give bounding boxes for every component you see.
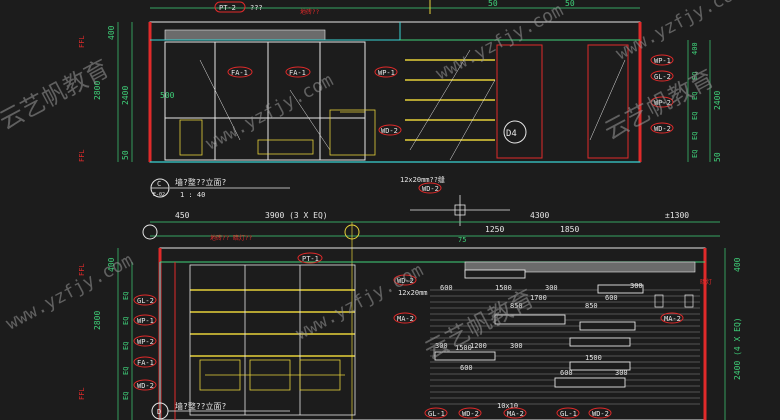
ffl-left-bottom: FFL	[78, 149, 86, 162]
dim-600-b: 600	[605, 294, 618, 302]
section-title-d: 墙?整??立面?	[175, 401, 226, 411]
door-tag-d4: D4	[506, 129, 517, 139]
dim-top-50-b: 50	[565, 0, 575, 8]
dim-left-eq-5: EQ	[122, 392, 130, 400]
tag-pt1: PT-1	[302, 255, 319, 263]
dim-600-a: 600	[440, 284, 453, 292]
tag-gl2-right: GL-2	[654, 73, 671, 81]
section-title-c: 墙?整??立面?	[175, 177, 226, 187]
dim-left-2400: 2400	[121, 86, 130, 105]
ffl-left-top-b: FFL	[78, 263, 86, 276]
note-top: 地砖??	[300, 8, 320, 16]
dim-right-2400-b: 2400 (4 X EQ)	[733, 317, 742, 380]
dim-left-eq-1: EQ	[122, 292, 130, 300]
dim-1700: 1700	[530, 294, 547, 302]
dim-850-b: 850	[585, 302, 598, 310]
dim-4300: 4300	[530, 211, 549, 220]
dim-left-eq-2: EQ	[122, 317, 130, 325]
tag-wp2-right: WP-2	[654, 99, 671, 107]
dim-pm1300: ±1300	[665, 211, 689, 220]
tag-fa1-b: FA-1	[289, 69, 306, 77]
dim-600-d: 600	[560, 369, 573, 377]
dim-300-c: 300	[435, 342, 448, 350]
tag-ma2-b: MA-2	[664, 315, 681, 323]
section-id-d: D	[157, 408, 161, 416]
tag-ceiling-note: ???	[250, 4, 263, 12]
tag-pt2: PT-2	[219, 4, 236, 12]
dim-right-eq-1: EQ	[691, 72, 699, 80]
dim-right-400-b: 400	[733, 257, 742, 272]
dim-1500-c: 1500	[585, 354, 602, 362]
tag-wd2-mid-b: WD-2	[397, 277, 414, 285]
dim-1250: 1250	[485, 225, 504, 234]
tag-gl2-left: GL-2	[137, 297, 154, 305]
dim-left-50: 50	[121, 150, 130, 160]
dim-75: 75	[458, 236, 466, 244]
tag-wd2-mid: WD-2	[381, 127, 398, 135]
dim-left-eq-4: EQ	[122, 367, 130, 375]
tag-wd2-left: WD-2	[137, 382, 154, 390]
section-sheet: E-02	[153, 192, 165, 198]
tag-wp1-left: WP-1	[137, 317, 154, 325]
bottom-elevation: 450 3900 (3 X EQ) 4300 1250 1850 ±1300 7…	[78, 211, 742, 420]
dim-right-eq-5: EQ	[691, 150, 699, 158]
tag-wd2-bottom: WD-2	[422, 185, 439, 193]
dim-1500-b: 1500	[455, 344, 472, 352]
tag-ma2-c: MA-2	[507, 410, 524, 418]
dim-right-400: 400	[691, 42, 699, 55]
dim-top-50-a: 50	[488, 0, 498, 8]
cursor-crosshair	[410, 195, 510, 226]
dim-left-eq-3: EQ	[122, 342, 130, 350]
tag-fa1-left: FA-1	[137, 359, 154, 367]
tag-ma2-a: MA-2	[397, 315, 414, 323]
dim-right-eq-4: EQ	[691, 132, 699, 140]
dim-600-c: 600	[460, 364, 473, 372]
dim-right-2400: 2400	[713, 91, 722, 110]
tag-wd2-b: WD-2	[592, 410, 609, 418]
section-id-c: C	[157, 180, 161, 188]
note-12x20: 12x20mm	[398, 289, 428, 297]
dim-1200: 1200	[470, 342, 487, 350]
dim-right-eq-3: EQ	[691, 112, 699, 120]
tag-gl1-a: GL-1	[428, 410, 445, 418]
tag-fa1-a: FA-1	[231, 69, 248, 77]
dim-300-a: 300	[545, 284, 558, 292]
ffl-left-bottom-b: FFL	[78, 387, 86, 400]
dim-450: 450	[175, 211, 190, 220]
dim-left-2800: 2800	[93, 81, 102, 100]
section-scale-c: 1 : 40	[180, 191, 205, 199]
dim-1850: 1850	[560, 225, 579, 234]
tag-wd2-right: WD-2	[654, 125, 671, 133]
dim-300-d: 300	[510, 342, 523, 350]
tag-wp1-right: WP-1	[654, 57, 671, 65]
dim-right-eq-2: EQ	[691, 92, 699, 100]
dim-1500-a: 1500	[495, 284, 512, 292]
dim-right-50: 50	[713, 152, 722, 162]
dim-10x10: 10x10	[497, 402, 518, 410]
dim-left-400-b: 400	[107, 257, 116, 272]
tag-gl1-b: GL-1	[560, 410, 577, 418]
dim-850-a: 850	[510, 302, 523, 310]
tag-wd2-a: WD-2	[462, 410, 479, 418]
dim-left-400: 400	[107, 25, 116, 40]
dim-3900: 3900 (3 X EQ)	[265, 211, 328, 220]
note-joint: 12x20mm??缝	[400, 175, 445, 184]
tag-wp1: WP-1	[378, 69, 395, 77]
dim-300-b: 300	[630, 282, 643, 290]
dim-500: 500	[160, 91, 175, 100]
top-elevation: 50 50 PT-2 ??? 地砖?? FA-1 FA-1	[78, 0, 722, 199]
ffl-left-top: FFL	[78, 35, 86, 48]
dim-left-2800-b: 2800	[93, 311, 102, 330]
note-header: 地砖?? 暗灯??	[210, 234, 252, 242]
dim-300-e: 300	[615, 369, 628, 377]
tag-wp2-left: WP-2	[137, 338, 154, 346]
